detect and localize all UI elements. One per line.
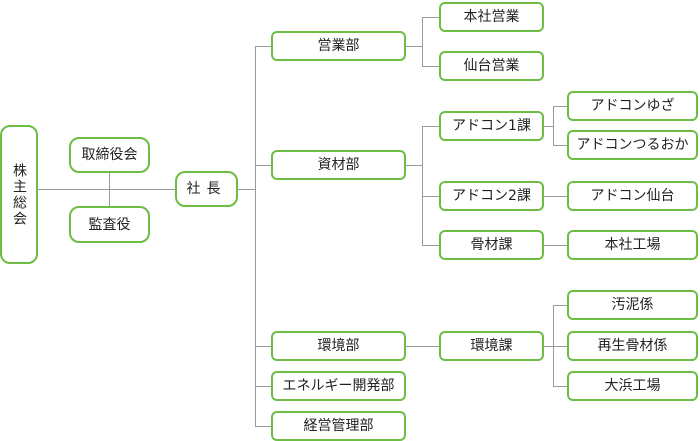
connector-line (422, 17, 440, 18)
connector-line (544, 245, 568, 246)
connector-line (553, 106, 554, 146)
node-environment-section: 環境課 (439, 331, 544, 361)
connector-line (422, 126, 440, 127)
node-adcon-yuza: アドコンゆざ (567, 91, 698, 121)
connector-line (406, 346, 440, 347)
connector-line (553, 346, 568, 347)
connector-line (544, 346, 554, 347)
connector-line (255, 165, 272, 166)
connector-line (422, 17, 423, 67)
connector-line (406, 165, 423, 166)
connector-line (255, 46, 256, 427)
connector-line (422, 66, 440, 67)
node-sludge-unit: 汚泥係 (567, 290, 698, 320)
connector-line (553, 305, 554, 386)
connector-line (422, 126, 423, 246)
connector-line (255, 386, 272, 387)
node-materials-dept: 資材部 (271, 150, 406, 180)
node-honsha-sales: 本社営業 (439, 2, 544, 32)
node-sendai-sales: 仙台営業 (439, 51, 544, 81)
node-energy-dept: エネルギー開発部 (271, 371, 406, 401)
connector-line (553, 386, 568, 387)
connector-line (255, 426, 272, 427)
connector-line (109, 172, 110, 206)
connector-line (406, 46, 423, 47)
node-board: 取締役会 (69, 137, 150, 173)
connector-line (422, 196, 440, 197)
connector-line (422, 245, 440, 246)
connector-line (553, 305, 568, 306)
node-adcon-2: アドコン2課 (439, 181, 544, 211)
node-shareholders: 株主総会 (0, 125, 38, 264)
connector-line (255, 346, 272, 347)
node-environment-dept: 環境部 (271, 331, 406, 361)
connector-line (38, 189, 175, 190)
node-president: 社長 (175, 171, 238, 207)
node-ohama-factory: 大浜工場 (567, 371, 698, 401)
connector-line (553, 106, 568, 107)
node-adcon-1: アドコン1課 (439, 111, 544, 141)
connector-line (238, 189, 256, 190)
node-recycled-aggregate-unit: 再生骨材係 (567, 331, 698, 361)
connector-line (255, 46, 272, 47)
node-honsha-factory: 本社工場 (567, 230, 698, 260)
connector-line (544, 196, 568, 197)
connector-line (544, 126, 554, 127)
node-adcon-tsuruoka: アドコンつるおか (567, 130, 698, 160)
node-aggregate-section: 骨材課 (439, 230, 544, 260)
node-sales-dept: 営業部 (271, 31, 406, 61)
node-adcon-sendai: アドコン仙台 (567, 181, 698, 211)
node-management-dept: 経営管理部 (271, 411, 406, 441)
connector-line (553, 145, 568, 146)
node-auditor: 監査役 (69, 206, 150, 243)
